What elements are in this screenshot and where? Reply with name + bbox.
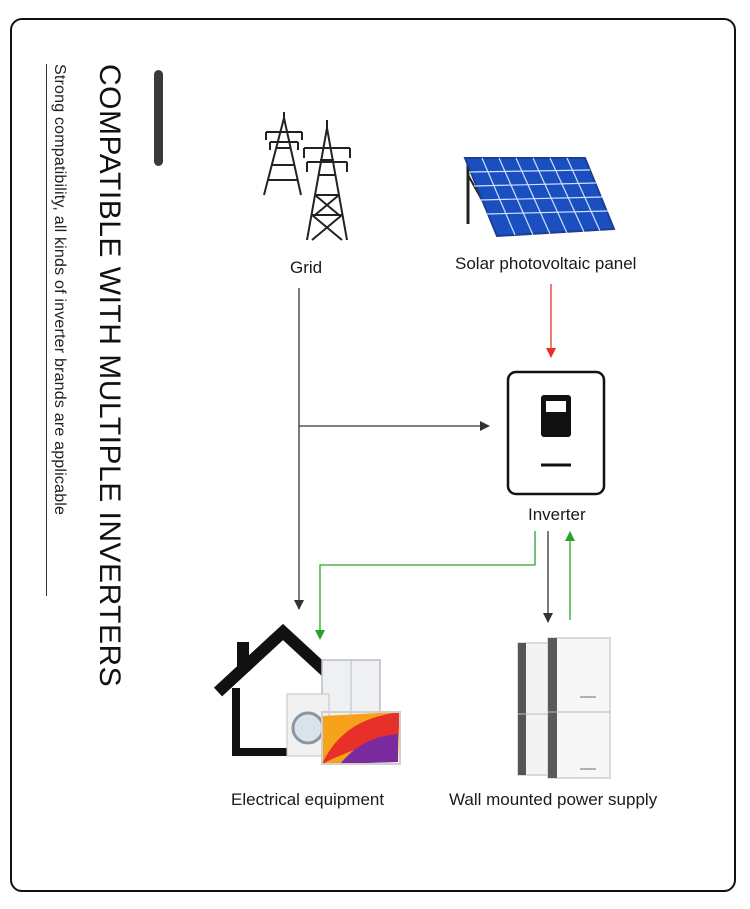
solar-panel-icon xyxy=(463,157,616,238)
equipment-label: Electrical equipment xyxy=(231,790,385,809)
battery-label: Wall mounted power supply xyxy=(449,790,658,809)
grid-label: Grid xyxy=(290,258,323,277)
page-title: COMPATIBLE WITH MULTIPLE INVERTERS xyxy=(93,64,126,688)
connector-lines xyxy=(294,284,575,640)
solar-label: Solar photovoltaic panel xyxy=(455,254,637,273)
inverter-label: Inverter xyxy=(528,505,586,524)
inverter-icon xyxy=(506,370,606,496)
house-appliances-icon xyxy=(213,623,401,765)
card-frame xyxy=(10,18,736,892)
grid-pylon-icon xyxy=(263,112,351,241)
inverter-to-equipment-arrow xyxy=(315,531,536,640)
subtitle-rule xyxy=(46,64,47,596)
accent-bar xyxy=(154,70,163,166)
page-subtitle: Strong compatibility, all kinds of inver… xyxy=(51,64,68,516)
wall-battery-icon xyxy=(517,637,611,779)
